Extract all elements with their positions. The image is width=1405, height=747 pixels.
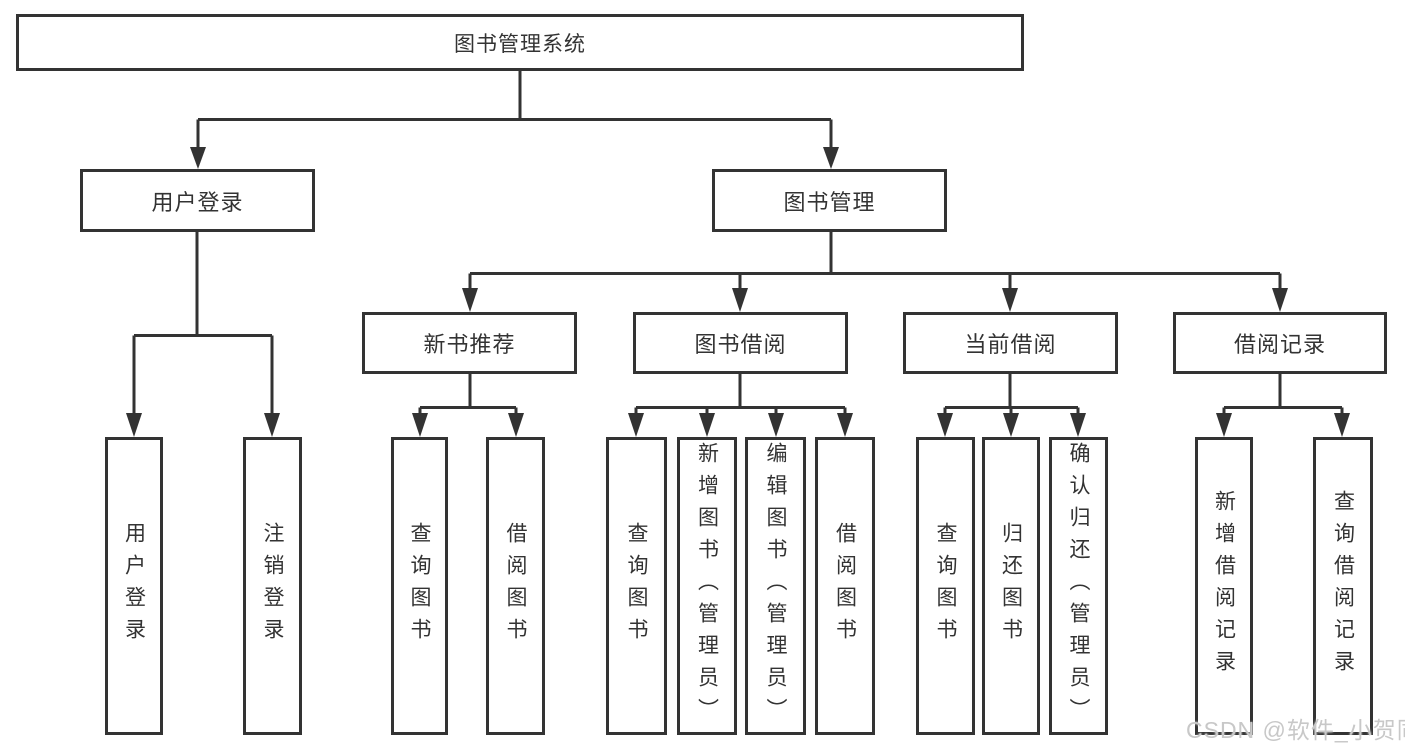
- leaf-add-borrow-record: 新增借阅记录: [1195, 437, 1253, 735]
- arrowhead-icon: [190, 147, 206, 169]
- leaf-add-book-admin: 新增图书（管理员）: [677, 437, 737, 735]
- arrowhead-icon: [732, 288, 748, 312]
- leaf-query-borrow-record: 查询借阅记录: [1313, 437, 1373, 735]
- node-new-book-recommend: 新书推荐: [362, 312, 577, 374]
- arrowhead-icon: [1272, 288, 1288, 312]
- node-user-login-label: 用户登录: [151, 189, 244, 215]
- connector-paths: [132, 71, 1344, 416]
- arrowhead-icon: [699, 413, 715, 437]
- leaf-query-books-current-label: 查询图书: [934, 522, 957, 650]
- leaf-edit-book-admin: 编辑图书（管理员）: [745, 437, 806, 735]
- leaf-query-borrow-record-label: 查询借阅记录: [1331, 490, 1355, 682]
- arrowhead-icon: [937, 413, 953, 437]
- watermark: CSDN @软件_小贺同学: [1186, 717, 1405, 743]
- node-book-management: 图书管理: [712, 169, 947, 232]
- leaf-edit-book-admin-label: 编辑图书（管理员）: [764, 442, 787, 730]
- leaf-query-books-current: 查询图书: [916, 437, 975, 735]
- arrowhead-icon: [628, 413, 644, 437]
- arrowhead-icon: [1216, 413, 1232, 437]
- leaf-query-books-recommend-label: 查询图书: [408, 522, 431, 650]
- arrowhead-icon: [126, 413, 142, 437]
- leaf-borrow-books: 借阅图书: [815, 437, 875, 735]
- arrowhead-icon: [1334, 413, 1350, 437]
- node-book-borrowing: 图书借阅: [633, 312, 848, 374]
- node-book-borrowing-label: 图书借阅: [694, 332, 787, 357]
- leaf-add-book-admin-label: 新增图书（管理员）: [695, 442, 719, 730]
- arrowheads: [126, 147, 1350, 437]
- arrowhead-icon: [1070, 413, 1086, 437]
- leaf-borrow-books-recommend-label: 借阅图书: [504, 522, 527, 650]
- leaf-logout: 注销登录: [243, 437, 302, 735]
- arrowhead-icon: [837, 413, 853, 437]
- arrowhead-icon: [462, 288, 478, 312]
- leaf-confirm-return-admin: 确认归还（管理员）: [1049, 437, 1108, 735]
- leaf-return-book: 归还图书: [982, 437, 1040, 735]
- leaf-user-login: 用户登录: [105, 437, 163, 735]
- leaf-borrow-books-label: 借阅图书: [833, 522, 857, 650]
- arrowhead-icon: [264, 413, 280, 437]
- node-book-management-label: 图书管理: [783, 189, 876, 215]
- node-current-borrowing-label: 当前借阅: [964, 332, 1057, 357]
- leaf-add-borrow-record-label: 新增借阅记录: [1212, 490, 1236, 682]
- node-borrow-records-label: 借阅记录: [1233, 332, 1326, 357]
- leaf-confirm-return-admin-label: 确认归还（管理员）: [1067, 442, 1090, 730]
- leaf-user-login-label: 用户登录: [122, 522, 146, 650]
- arrowhead-icon: [1002, 288, 1018, 312]
- node-user-login: 用户登录: [80, 169, 315, 232]
- leaf-query-books-recommend: 查询图书: [391, 437, 448, 735]
- arrowhead-icon: [768, 413, 784, 437]
- leaf-return-book-label: 归还图书: [999, 522, 1023, 650]
- leaf-query-books-borrowing: 查询图书: [606, 437, 667, 735]
- node-library-system-label: 图书管理系统: [454, 32, 586, 56]
- arrowhead-icon: [1003, 413, 1019, 437]
- arrowhead-icon: [823, 147, 839, 169]
- node-borrow-records: 借阅记录: [1173, 312, 1387, 374]
- node-library-system: 图书管理系统: [16, 14, 1024, 71]
- node-current-borrowing: 当前借阅: [903, 312, 1118, 374]
- leaf-borrow-books-recommend: 借阅图书: [486, 437, 545, 735]
- arrowhead-icon: [412, 413, 428, 437]
- arrowhead-icon: [508, 413, 524, 437]
- node-new-book-recommend-label: 新书推荐: [423, 332, 516, 357]
- leaf-query-books-borrowing-label: 查询图书: [625, 522, 648, 650]
- leaf-logout-label: 注销登录: [261, 522, 284, 650]
